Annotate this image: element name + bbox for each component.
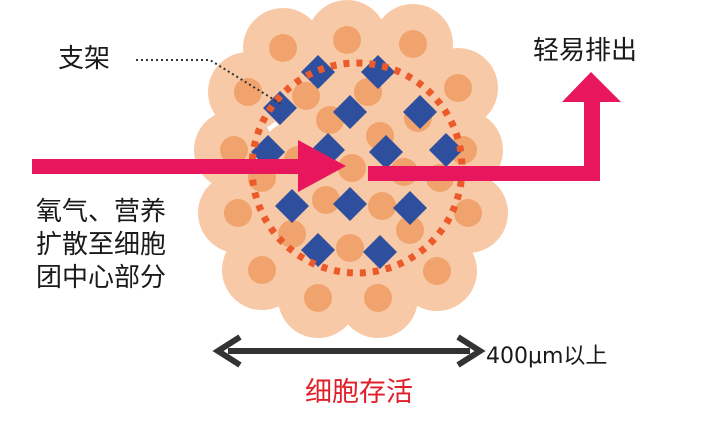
diffusion-label: 氧气、营养 扩散至细胞 团中心部分 (36, 196, 166, 295)
scaffold-diamond (393, 191, 427, 225)
support-label: 支架 (58, 44, 111, 74)
scaffold-diamond (361, 55, 395, 89)
cell-nucleus (364, 284, 392, 312)
scaffold-diamond (275, 189, 309, 223)
flow-arrow-in (32, 140, 346, 192)
cell-nucleus (399, 30, 427, 58)
cell-nucleus (454, 199, 482, 227)
scaffold-diamond (333, 95, 367, 129)
scaffold-diamond (369, 135, 403, 169)
scaffold-diamond (333, 187, 367, 221)
cell-nucleus (312, 186, 340, 214)
scaffold-diamond (429, 133, 463, 167)
cell-nucleus (444, 74, 472, 102)
cell-nucleus (423, 257, 451, 285)
cell-nucleus (278, 220, 306, 248)
cell-nucleus (234, 78, 262, 106)
diffusion-line-1: 氧气、营养 (36, 197, 167, 227)
size-label: 400μm以上 (486, 344, 608, 369)
flow-arrow-out (368, 72, 621, 181)
scaffold-diamond (403, 95, 437, 129)
cell-nucleus (336, 234, 364, 262)
cell-nucleus (338, 154, 366, 182)
scaffold-diamond (263, 91, 297, 125)
cell-nucleus (224, 199, 252, 227)
cell-nucleus (396, 216, 424, 244)
double-headed-arrow-icon (212, 334, 486, 368)
cell-nucleus (304, 284, 332, 312)
easy-excretion-label: 轻易排出 (533, 36, 638, 66)
diffusion-line-2: 扩散至细胞 (36, 230, 167, 260)
cell-nucleus (333, 26, 361, 54)
cell-nucleus (248, 256, 276, 284)
diffusion-line-3: 团中心部分 (36, 263, 167, 293)
scaffold-diamond (301, 233, 335, 267)
cell-nucleus (292, 82, 320, 110)
cell-nucleus (368, 192, 396, 220)
scaffold-diamond (363, 235, 397, 269)
cell-survival-label: 细胞存活 (305, 377, 413, 408)
scaffold-diamond (301, 55, 335, 89)
cell-nucleus (220, 136, 248, 164)
cell-nucleus (269, 34, 297, 62)
